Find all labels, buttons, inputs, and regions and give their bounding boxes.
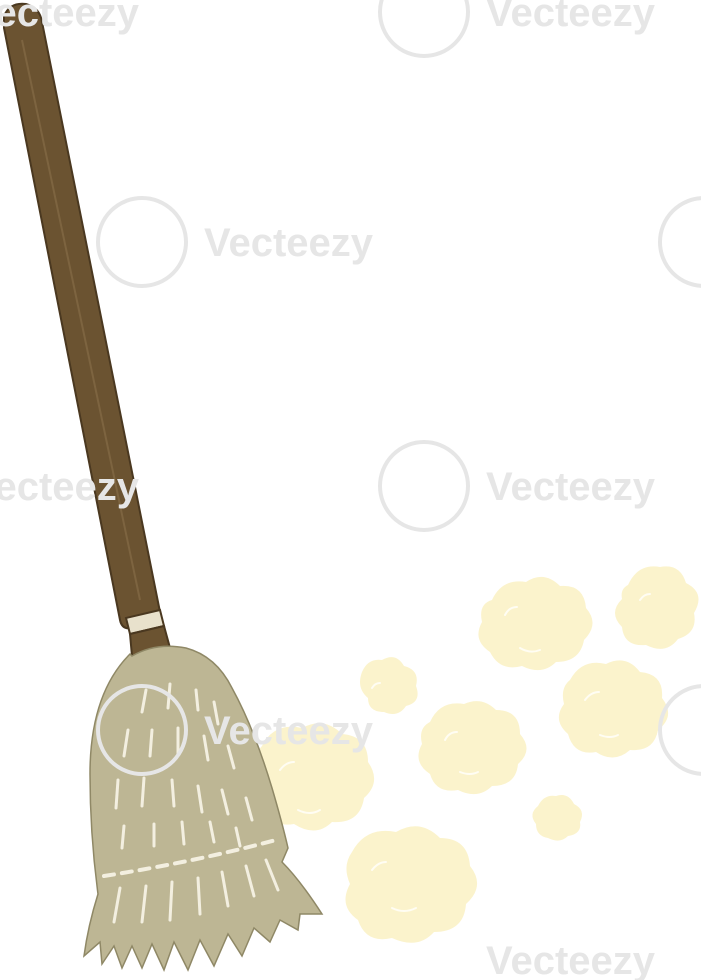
dust-puff [345,826,478,943]
dust-puff [252,723,375,831]
handle-grain [21,39,141,601]
dust-puff [360,657,418,714]
dust-cloud-group [252,566,699,943]
dust-puff [478,576,593,671]
bristle-binding [102,838,278,878]
dust-puff [418,701,527,795]
dust-puff [615,566,699,649]
dust-puff [558,660,669,758]
dust-puff [532,795,582,841]
dust-highlights [279,593,651,912]
